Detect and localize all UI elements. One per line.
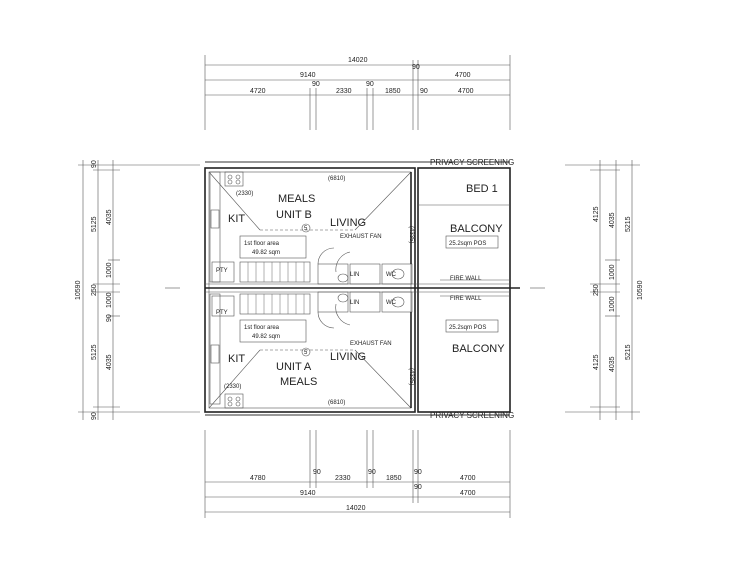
left-dim-4035b: 4035	[106, 354, 113, 370]
top-dim-4700b: 4700	[458, 88, 474, 95]
privacy-screening-bottom: PRIVACY SCREENING	[430, 411, 514, 420]
right-overall-dim: 10590	[637, 280, 644, 300]
bottom-dim-4700a: 4700	[460, 475, 476, 482]
lin-b-label: LIN	[350, 272, 359, 278]
top-dim-2330: 2330	[336, 88, 352, 95]
area-b-value: 49.82 sqm	[252, 250, 280, 256]
bottom-dim-90b: 90	[368, 469, 376, 476]
left-dim-90b: 90	[91, 412, 98, 420]
dim-6810-bottom: (6810)	[328, 400, 345, 406]
left-dim-90a: 90	[91, 160, 98, 168]
bottom-dim-90c: 90	[414, 469, 422, 476]
bottom-dim-4700b: 4700	[460, 490, 476, 497]
pty-a-label: PTY	[216, 310, 228, 316]
area-a-value: 49.82 sqm	[252, 334, 280, 340]
right-dim-4035a: 4035	[609, 212, 616, 228]
top-dim-90c: 90	[420, 88, 428, 95]
living-b-label: LIVING	[330, 217, 366, 229]
bottom-dim-1850: 1850	[386, 475, 402, 482]
right-dim-1000a: 1000	[609, 264, 616, 280]
bottom-dim-9140: 9140	[300, 490, 316, 497]
bottom-overall-dim: 14020	[346, 505, 366, 512]
balcony-b-label: BALCONY	[450, 223, 503, 235]
right-dim-250: 250	[593, 284, 600, 296]
privacy-screening-top: PRIVACY SCREENING	[430, 158, 514, 167]
lin-a-label: LIN	[350, 300, 359, 306]
left-dim-1000a: 1000	[106, 262, 113, 278]
left-dim-250: 250	[91, 284, 98, 296]
top-dim-1850: 1850	[385, 88, 401, 95]
balcony-area-a: 25.2sqm POS	[449, 325, 486, 331]
top-dimension-group: 14020 9140 90 4700 4720 90 2330 90 1850 …	[204, 55, 511, 130]
balcony-a-label: BALCONY	[452, 343, 505, 355]
living-a-label: LIVING	[330, 351, 366, 363]
meals-b-label: MEALS	[278, 193, 315, 205]
meals-a-label: MEALS	[280, 376, 317, 388]
unit-a-label: UNIT A	[276, 361, 312, 373]
top-dim-90a: 90	[312, 81, 320, 88]
right-dim-4035b: 4035	[609, 356, 616, 372]
bottom-dim-4780: 4780	[250, 475, 266, 482]
bed1-label: BED 1	[466, 183, 498, 195]
exhaust-fan-a: EXHAUST FAN	[350, 341, 392, 347]
top-dim-90b: 90	[366, 81, 374, 88]
room-labels: PRIVACY SCREENING PRIVACY SCREENING (681…	[216, 158, 514, 420]
area-b-title: 1st floor area	[244, 241, 280, 247]
top-overall-dim: 14020	[348, 57, 368, 64]
dim-2330-bottom: (2330)	[224, 384, 241, 390]
unit-a-marker: 5	[304, 350, 308, 356]
dim-4335-bottom: (4335)	[408, 368, 414, 385]
dim-2330-top: (2330)	[236, 191, 253, 197]
wc-a-label: WC	[386, 300, 397, 306]
unit-b-label: UNIT B	[276, 209, 312, 221]
balcony-area-b: 25.2sqm POS	[449, 241, 486, 247]
bottom-dim-90: 90	[414, 484, 422, 491]
bottom-dimension-group: 4780 90 2330 90 1850 90 4700 9140 90 470…	[204, 430, 511, 518]
fire-wall-2: FIRE WALL	[450, 296, 482, 302]
left-dim-90c: 90	[106, 314, 113, 322]
dim-4335-top: (4335)	[408, 226, 414, 243]
kit-b-label: KIT	[228, 213, 245, 225]
building-outline	[204, 161, 520, 416]
left-dim-4035a: 4035	[106, 209, 113, 225]
right-dim-5215a: 5215	[625, 216, 632, 232]
wc-b-label: WC	[386, 272, 397, 278]
left-dim-5125b: 5125	[91, 344, 98, 360]
left-overall-dim: 10590	[75, 280, 82, 300]
area-a-title: 1st floor area	[244, 325, 280, 331]
right-dimension-group: 10590 5215 5215 4125 250 4125 4035 1000 …	[530, 160, 644, 420]
unit-b-marker: 5	[304, 226, 308, 232]
bottom-dim-2330: 2330	[335, 475, 351, 482]
bottom-dim-90a: 90	[313, 469, 321, 476]
top-dim-4720: 4720	[250, 88, 266, 95]
top-dim-9140: 9140	[300, 72, 316, 79]
left-dimension-group: 10590 90 5125 250 5125 90 4035 1000 1000…	[75, 160, 200, 420]
top-dim-90: 90	[412, 64, 420, 71]
pty-b-label: PTY	[216, 268, 228, 274]
exhaust-fan-b: EXHAUST FAN	[340, 234, 382, 240]
right-dim-4125a: 4125	[593, 206, 600, 222]
dim-6810-top: (6810)	[328, 176, 345, 182]
fire-wall-1: FIRE WALL	[450, 276, 482, 282]
right-dim-4125b: 4125	[593, 354, 600, 370]
right-dim-5215b: 5215	[625, 344, 632, 360]
right-dim-1000b: 1000	[609, 296, 616, 312]
top-dim-4700: 4700	[455, 72, 471, 79]
left-dim-5125a: 5125	[91, 216, 98, 232]
left-dim-1000b: 1000	[106, 292, 113, 308]
kit-a-label: KIT	[228, 353, 245, 365]
